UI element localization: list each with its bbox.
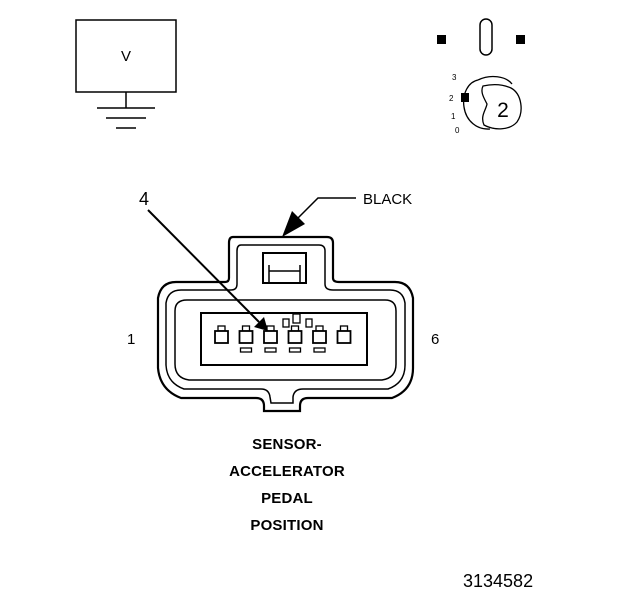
meter-selector-icon: 3 2 1 0 2: [437, 18, 525, 135]
right-pin-label: 6: [431, 331, 439, 348]
title-line-3: PEDAL: [261, 490, 313, 507]
voltmeter-ground-icon: V: [75, 19, 177, 129]
pin-callout: 4: [139, 189, 149, 209]
pin-cavity-4: [287, 325, 303, 353]
figure-number: 3134582: [463, 571, 534, 591]
pin-callout-leader: [147, 209, 268, 331]
color-leader-arrow: [282, 197, 356, 237]
connector-color-label: BLACK: [363, 191, 412, 208]
pin-cavity-2: [238, 325, 254, 353]
title-line-2: ACCELERATOR: [229, 463, 345, 480]
connector-body: [156, 235, 415, 413]
voltmeter-symbol: V: [121, 48, 131, 65]
scale-mark-3: 3: [452, 73, 457, 82]
scale-mark-1: 1: [451, 112, 456, 121]
title-line-1: SENSOR-: [252, 436, 322, 453]
selected-setting: 2: [497, 99, 509, 122]
pin-cavity-5: [312, 325, 327, 353]
scale-mark-2: 2: [449, 94, 454, 103]
title-line-4: POSITION: [250, 517, 324, 534]
scale-mark-0: 0: [455, 126, 460, 135]
connector-pins: [214, 325, 352, 353]
pin-cavity-1: [214, 325, 229, 344]
left-pin-label: 1: [127, 331, 135, 348]
pin-cavity-3: [263, 325, 278, 353]
pin-cavity-6: [336, 325, 352, 344]
